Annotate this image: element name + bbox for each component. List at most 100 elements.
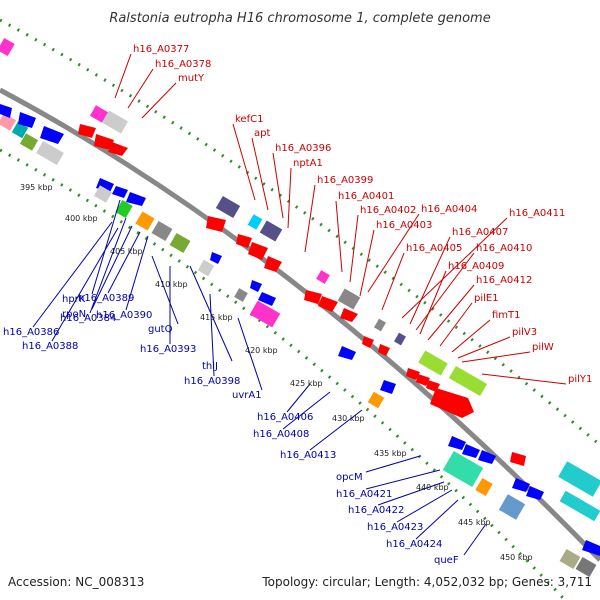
reverse-arrow[interactable] — [526, 486, 544, 500]
reverse-arrow[interactable] — [582, 540, 600, 556]
forward-arrow[interactable] — [264, 256, 282, 272]
minus-gene-label[interactable]: opcM — [336, 472, 363, 483]
feature-block[interactable] — [418, 350, 448, 376]
reverse-arrow[interactable] — [40, 126, 64, 144]
feature-block[interactable] — [115, 199, 133, 219]
feature-block[interactable] — [36, 140, 64, 166]
plus-gene-label[interactable]: nptA1 — [293, 158, 323, 169]
minus-gene-label[interactable]: h16_A0422 — [348, 505, 404, 516]
minus-gene-label[interactable]: h16_A0390 — [96, 310, 152, 321]
feature-block[interactable] — [559, 548, 581, 570]
minus-gene-label[interactable]: h16_A0386 — [3, 327, 59, 338]
feature-block[interactable] — [11, 121, 29, 139]
plus-gene-label[interactable]: h16_A0409 — [448, 261, 504, 272]
forward-arrow[interactable] — [108, 142, 128, 156]
forward-arrow[interactable] — [406, 368, 420, 380]
feature-block[interactable] — [394, 332, 406, 346]
feature-block[interactable] — [234, 288, 248, 302]
plus-gene-label[interactable]: apt — [254, 128, 270, 139]
forward-arrow[interactable] — [94, 134, 114, 150]
forward-arrow[interactable] — [362, 336, 374, 348]
reverse-arrow[interactable] — [478, 450, 496, 464]
minus-gene-label[interactable]: h16_A0421 — [336, 489, 392, 500]
feature-block[interactable] — [197, 259, 215, 277]
plus-gene-label[interactable]: h16_A0405 — [406, 243, 462, 254]
plus-gene-label[interactable]: kefC1 — [235, 114, 263, 125]
forward-arrow[interactable] — [378, 344, 390, 356]
feature-block[interactable] — [374, 318, 386, 332]
feature-block[interactable] — [0, 37, 15, 57]
reverse-arrow[interactable] — [462, 444, 480, 458]
feature-block[interactable] — [259, 220, 283, 242]
forward-arrow[interactable] — [78, 124, 96, 138]
plus-gene-label[interactable]: h16_A0403 — [376, 220, 432, 231]
forward-arrow[interactable] — [318, 296, 338, 312]
feature-block[interactable] — [215, 195, 241, 219]
feature-block[interactable] — [249, 300, 281, 328]
plus-gene-label[interactable]: pilW — [532, 342, 554, 353]
reverse-arrow[interactable] — [18, 112, 36, 128]
feature-block[interactable] — [19, 133, 39, 151]
reverse-arrow[interactable] — [380, 380, 396, 394]
minus-gene-label[interactable]: h16_A0413 — [280, 450, 336, 461]
plus-gene-label[interactable]: pilE1 — [474, 293, 499, 304]
plus-gene-label[interactable]: h16_A0396 — [275, 143, 331, 154]
forward-arrow[interactable] — [430, 388, 474, 418]
reverse-arrow[interactable] — [126, 192, 146, 206]
feature-block[interactable] — [135, 211, 155, 231]
plus-gene-label[interactable]: h16_A0407 — [452, 227, 508, 238]
forward-arrow[interactable] — [206, 216, 226, 232]
reverse-arrow[interactable] — [258, 292, 276, 306]
feature-block[interactable] — [575, 556, 597, 578]
feature-block[interactable] — [101, 110, 129, 134]
plus-gene-label[interactable]: h16_A0412 — [476, 275, 532, 286]
plus-gene-label[interactable]: mutY — [178, 73, 205, 84]
feature-block[interactable] — [475, 477, 493, 497]
reverse-arrow[interactable] — [210, 252, 222, 264]
feature-block[interactable] — [442, 450, 484, 488]
minus-gene-label[interactable]: thiJ — [202, 361, 218, 372]
minus-gene-label[interactable]: h16_A0406 — [257, 412, 313, 423]
plus-gene-label[interactable]: h16_A0402 — [360, 205, 416, 216]
minus-gene-label[interactable]: h16_A0384 — [60, 313, 116, 324]
reverse-arrow[interactable] — [250, 280, 262, 292]
feature-block[interactable] — [559, 490, 600, 522]
feature-block[interactable] — [169, 232, 191, 254]
feature-block[interactable] — [448, 365, 488, 397]
plus-gene-label[interactable]: fimT1 — [492, 310, 521, 321]
forward-arrow[interactable] — [510, 452, 526, 466]
minus-gene-label[interactable]: h16_A0408 — [253, 429, 309, 440]
plus-gene-label[interactable]: h16_A0378 — [155, 59, 211, 70]
plus-gene-label[interactable]: h16_A0410 — [476, 243, 532, 254]
feature-block[interactable] — [0, 113, 17, 131]
plus-gene-label[interactable]: h16_A0401 — [338, 191, 394, 202]
minus-gene-label[interactable]: h16_A0393 — [140, 344, 196, 355]
plus-gene-label[interactable]: h16_A0377 — [133, 44, 189, 55]
plus-gene-label[interactable]: h16_A0411 — [509, 208, 565, 219]
feature-block[interactable] — [89, 105, 109, 123]
feature-block[interactable] — [367, 391, 385, 409]
reverse-arrow[interactable] — [512, 478, 530, 492]
plus-gene-label[interactable]: h16_A0404 — [421, 204, 477, 215]
plus-gene-label[interactable]: pilV3 — [512, 327, 537, 338]
forward-arrow[interactable] — [248, 242, 268, 260]
minus-gene-label[interactable]: hprK — [62, 294, 86, 305]
plus-gene-label[interactable]: h16_A0399 — [317, 175, 373, 186]
minus-gene-label[interactable]: h16_A0424 — [386, 539, 442, 550]
reverse-arrow[interactable] — [112, 186, 128, 198]
feature-block[interactable] — [316, 270, 330, 284]
minus-gene-label[interactable]: queF — [434, 555, 459, 566]
minus-gene-label[interactable]: h16_A0389 — [78, 293, 134, 304]
forward-arrow[interactable] — [236, 234, 252, 248]
forward-arrow[interactable] — [304, 290, 322, 304]
minus-gene-label[interactable]: h16_A0423 — [367, 522, 423, 533]
minus-gene-label[interactable]: uvrA1 — [232, 390, 262, 401]
minus-gene-label[interactable]: h16_A0388 — [22, 341, 78, 352]
reverse-arrow[interactable] — [0, 104, 12, 118]
feature-block[interactable] — [558, 461, 600, 497]
forward-arrow[interactable] — [416, 374, 430, 386]
feature-block[interactable] — [337, 288, 361, 310]
plus-gene-label[interactable]: pilY1 — [568, 374, 592, 385]
minus-gene-label[interactable]: h16_A0398 — [184, 376, 240, 387]
feature-block[interactable] — [247, 214, 263, 230]
